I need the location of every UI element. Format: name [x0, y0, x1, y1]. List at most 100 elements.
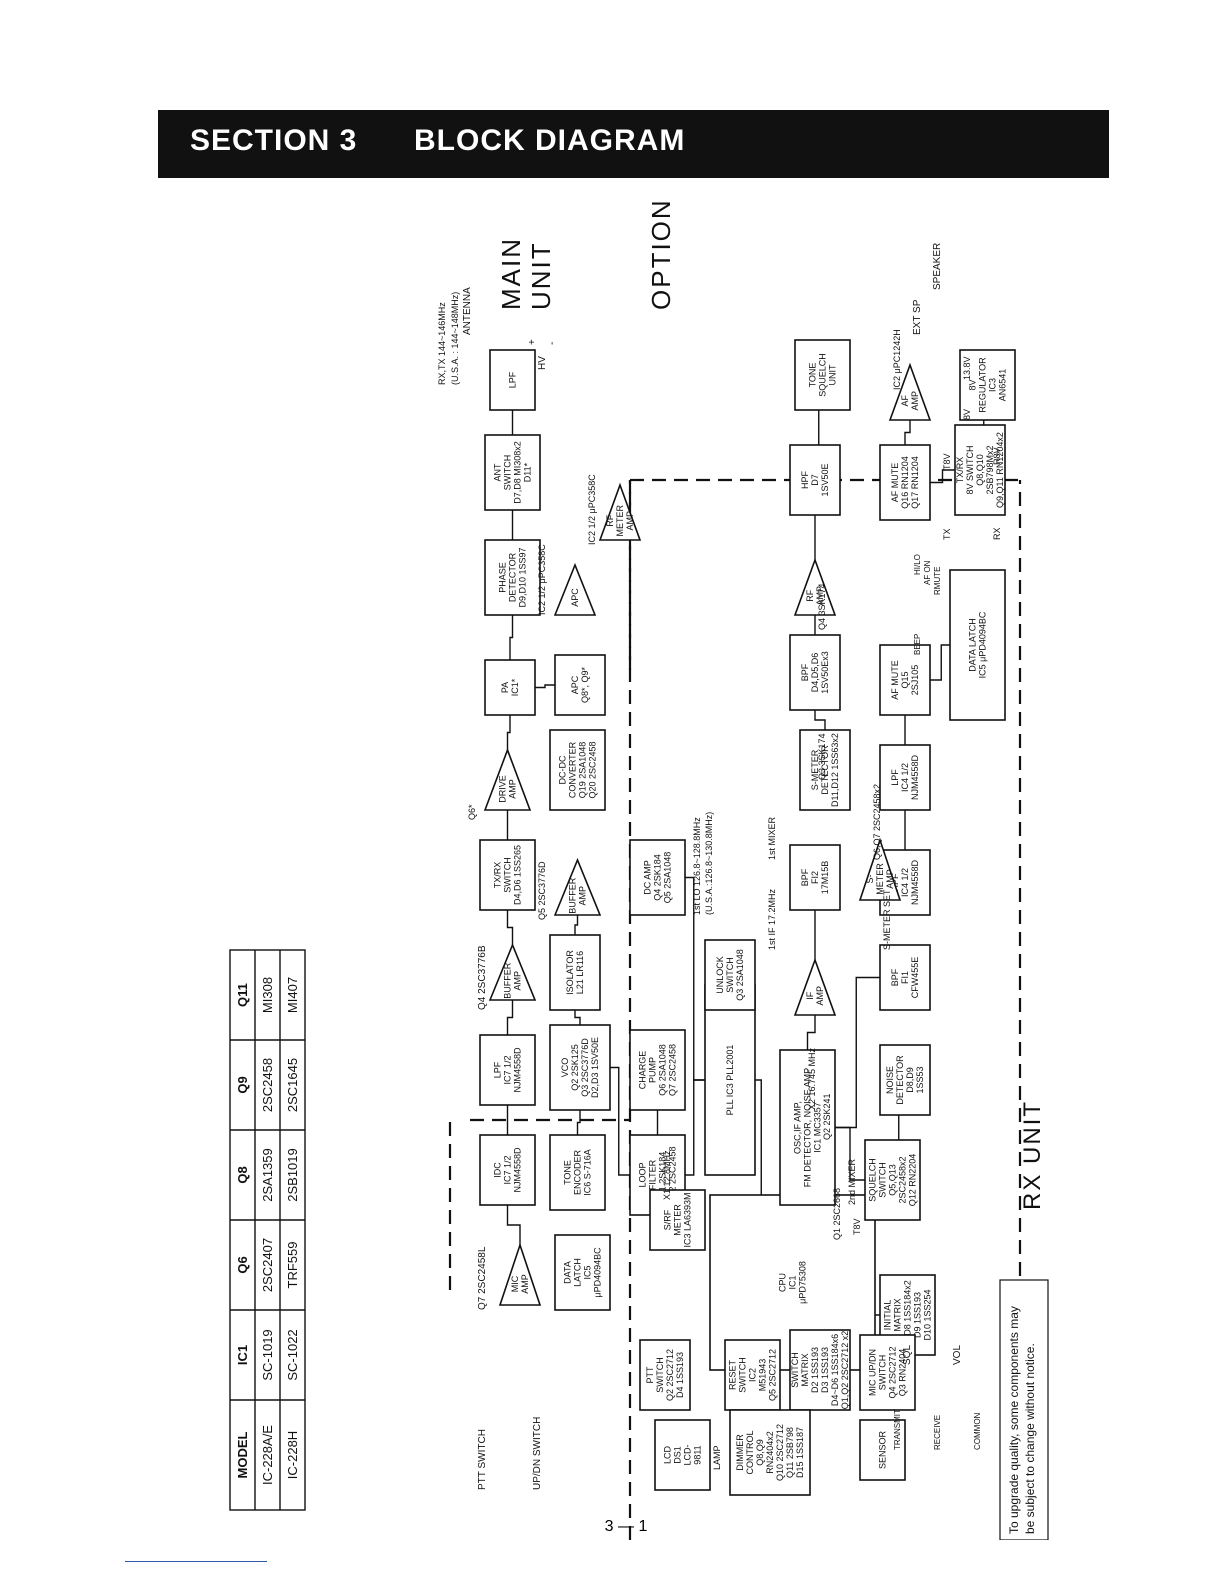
block-label: Q8,Q10 [975, 454, 985, 486]
block-label: NJM4558D [513, 1147, 523, 1193]
block-label: IC5 [583, 1265, 593, 1279]
block-label: 9811 [693, 1445, 703, 1464]
block-label: AMP [815, 586, 825, 606]
block-label: UNIT [828, 364, 838, 385]
label-t8v_sq: T8V [852, 1218, 862, 1235]
signal-wire [506, 715, 511, 750]
block-label: D4~D6 1SS184x6 [830, 1334, 840, 1406]
label-x1: X1 12.8MHz [662, 1150, 672, 1200]
block-label: Q4 2SK184 [653, 854, 663, 901]
block-label: ENCODER [573, 1150, 583, 1196]
label-q5: Q5 2SC3776D [537, 861, 547, 920]
block-label: DETECTOR [820, 745, 830, 795]
block-label: ISOLATOR [565, 950, 575, 995]
block-label: RN2404x2 [765, 1431, 775, 1474]
signal-wire [506, 910, 514, 945]
block-label: RF [605, 514, 615, 526]
block-label: SWITCH [878, 1162, 888, 1198]
label-antenna: ANTENNA [462, 287, 473, 335]
block-label: IDC [493, 1162, 503, 1178]
block-label: 1SV50E [820, 463, 830, 496]
block-label: Q8*, Q9* [580, 667, 590, 704]
block-label: HPF [800, 470, 810, 489]
label-usa: (U.S.A. : 144~148MHz) [450, 292, 460, 385]
label-minus: - [547, 342, 558, 345]
block-label: BPF [890, 968, 900, 986]
block-lpf-ant: LPF [489, 349, 536, 411]
block-label: IC1 [788, 1275, 798, 1289]
block-label: BUFFER [503, 962, 513, 999]
block-label: MATRIX [800, 1353, 810, 1386]
block-label: SWITCH [878, 1355, 888, 1391]
block-label: Q3 2SC3776D [580, 1038, 590, 1097]
table-cell: IC-228A/E [260, 1425, 275, 1485]
block-label: NJM4558D [513, 1047, 523, 1093]
block-label: PA [500, 682, 510, 693]
block-label: IC1 MC3357 [813, 1102, 823, 1153]
block-label: D4,D6 1SS265 [513, 845, 523, 905]
block-label: MIC [510, 1275, 520, 1292]
block-label: TX/RX [493, 862, 503, 889]
label-x2: X2 16.745 MHz [807, 1047, 817, 1110]
table-cell: IC-228H [285, 1431, 300, 1479]
block-label: NJM4558D [910, 859, 920, 905]
block-label: DRIVE [498, 775, 508, 803]
block-label: AMP [910, 391, 920, 411]
block-label: D2 1SS193 [810, 1347, 820, 1393]
label-v8: 8V [962, 409, 972, 420]
block-label: AMP [815, 986, 825, 1006]
block-label: 2SB798Mx2 [985, 445, 995, 494]
block-label: DS1 [673, 1446, 683, 1464]
block-label: PLL IC3 PLL2001 [725, 1045, 735, 1116]
block-label: 17M15B [820, 861, 830, 895]
label-q1: Q1 2SC2668 [832, 1188, 842, 1240]
block-label: AMP [520, 1274, 530, 1294]
block-label: FILTER [648, 1159, 658, 1190]
label-smeter_set: S-METER SET [882, 889, 892, 950]
block-label: CHARGE [638, 1051, 648, 1090]
block-label: FI1 [900, 971, 910, 984]
block-label: 1SS53 [915, 1066, 925, 1093]
block-label: AMP [513, 971, 523, 991]
block-label: PUMP [648, 1057, 658, 1083]
block-label: D7 [810, 474, 820, 486]
block-label: μPD4094BC [593, 1247, 603, 1298]
signal-wire [576, 1110, 581, 1135]
label-ptt_switch: PTT SWITCH [477, 1429, 488, 1490]
block-label: 2SJ105 [910, 665, 920, 696]
block-label: AMP [508, 779, 518, 799]
block-label: LPF [508, 371, 518, 388]
block-label: M51943 [758, 1359, 768, 1392]
block-label: Q2 2SK125 [570, 1044, 580, 1091]
block-label: SENSOR [878, 1430, 888, 1469]
label-sql: SQL [902, 1345, 913, 1365]
signal-wire [904, 420, 911, 445]
label-lo: 1st LO 126.8~128.8MHz [692, 817, 702, 915]
block-label: Q20 2SC2458 [588, 741, 598, 798]
label-rx: RX [992, 527, 1002, 540]
model-table: MODELIC1Q6Q8Q9Q11IC-228A/ESC-10192SC2407… [229, 949, 306, 1511]
block-label: REGULATOR [978, 357, 988, 413]
block-label: SWITCH [790, 1352, 800, 1388]
block-label: LPF [890, 769, 900, 786]
block-label: IC4 1/2 [900, 868, 910, 897]
label-hilo: HI/LO [913, 554, 922, 575]
block-label: SWITCH [503, 455, 513, 491]
block-label: TX/RX [955, 457, 965, 484]
